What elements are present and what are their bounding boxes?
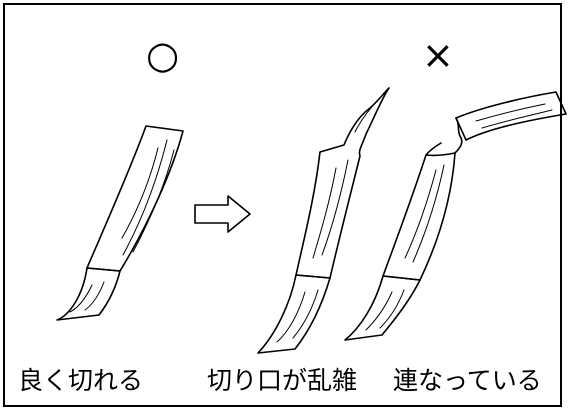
arrow-right-icon: [194, 195, 251, 233]
stem-rough-cut: [257, 87, 390, 354]
good-marker: ○: [146, 33, 180, 77]
stem-clean-cut: [56, 125, 184, 321]
figure-frame: [3, 3, 562, 407]
caption-connected: 連なっている: [393, 366, 542, 395]
caption-rough-cut: 切り口が乱雑: [207, 366, 358, 395]
caption-good-cut: 良く切れる: [18, 366, 144, 395]
bad-marker: ×: [422, 33, 454, 77]
stem-connected: [344, 91, 567, 341]
